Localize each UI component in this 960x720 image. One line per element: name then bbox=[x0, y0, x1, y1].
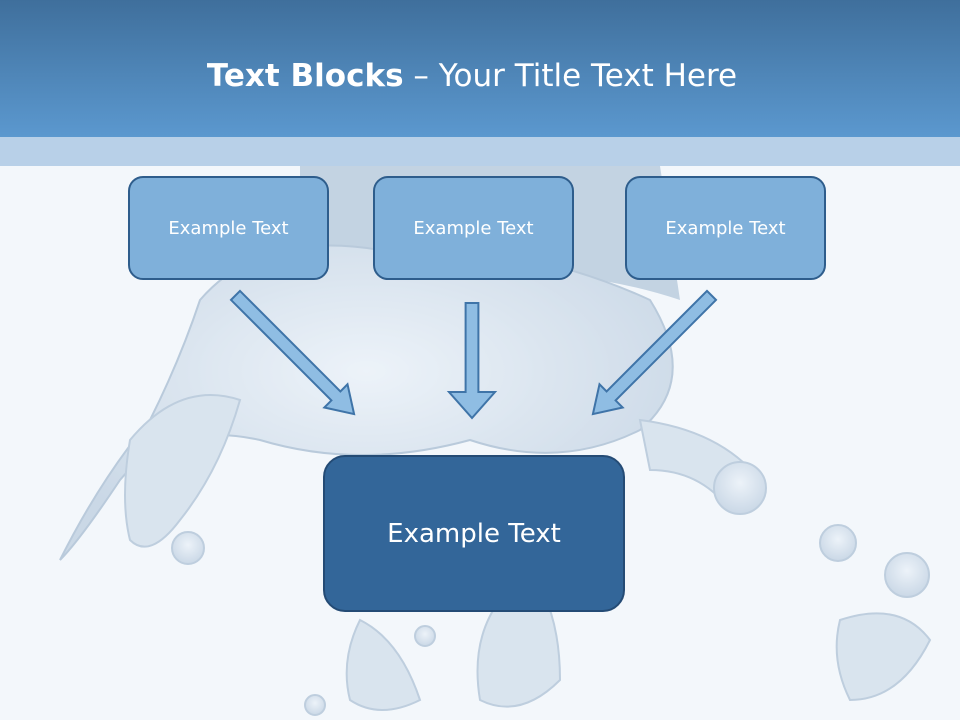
slide-title: Text Blocks – Your Title Text Here bbox=[0, 56, 944, 96]
arrow-right-icon bbox=[591, 289, 718, 416]
top-box-right-text: Example Text bbox=[665, 217, 786, 239]
center-box-text: Example Text bbox=[387, 518, 561, 549]
top-box-center: Example Text bbox=[373, 176, 574, 280]
top-box-left: Example Text bbox=[128, 176, 329, 280]
slide-title-dash: – bbox=[403, 58, 439, 94]
header-accent-band bbox=[0, 137, 960, 166]
arrow-center-icon bbox=[446, 302, 498, 420]
title-header-bar bbox=[0, 0, 960, 137]
slide-title-rest: Your Title Text Here bbox=[438, 58, 738, 94]
arrow-left-icon bbox=[229, 289, 356, 416]
center-box: Example Text bbox=[323, 455, 625, 612]
top-box-right: Example Text bbox=[625, 176, 826, 280]
slide-title-bold: Text Blocks bbox=[206, 58, 404, 94]
top-box-center-text: Example Text bbox=[413, 217, 534, 239]
top-box-left-text: Example Text bbox=[168, 217, 289, 239]
